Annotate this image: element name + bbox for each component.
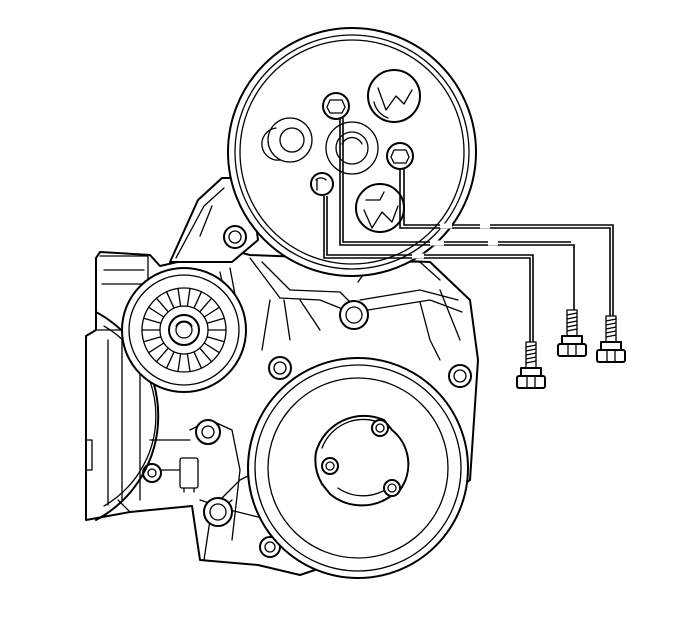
tensioner-spoke bbox=[206, 336, 225, 343]
tensioner-spoke bbox=[165, 291, 175, 309]
tensioner-spoke bbox=[143, 317, 162, 324]
tensioner-spoke bbox=[199, 297, 213, 313]
tensioner-spoke bbox=[165, 351, 175, 369]
tensioner-spoke bbox=[177, 287, 182, 307]
callout-bolt-middle bbox=[557, 309, 587, 357]
tensioner-spoke bbox=[148, 306, 165, 318]
callout-bolt-right bbox=[596, 315, 626, 363]
tensioner-spoke bbox=[203, 342, 220, 354]
drive-belt-tensioner-pulley bbox=[121, 267, 247, 393]
tensioner-spoke bbox=[186, 287, 191, 307]
leader-lines bbox=[323, 118, 614, 342]
tensioner-spoke bbox=[199, 347, 213, 363]
bracket-bosses bbox=[142, 225, 472, 558]
tensioner-spoke bbox=[193, 351, 203, 369]
tensioner-spoke bbox=[155, 297, 169, 313]
tensioner-spoke bbox=[148, 342, 165, 354]
tensioner-spoke bbox=[155, 347, 169, 363]
tensioner-spoke bbox=[143, 336, 162, 343]
tensioner-spoke bbox=[193, 291, 203, 309]
tensioner-spoke bbox=[206, 317, 225, 324]
callout-bolt-left bbox=[516, 341, 546, 389]
lower-pulley bbox=[247, 357, 469, 579]
upper-pulley bbox=[227, 27, 477, 277]
tensioner-spoke bbox=[203, 306, 220, 318]
tensioner-spoke bbox=[177, 353, 182, 373]
tensioner-spoke bbox=[186, 353, 191, 373]
